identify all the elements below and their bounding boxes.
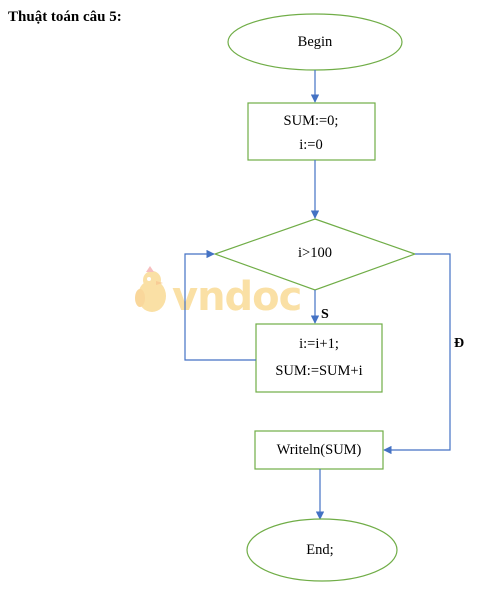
false-branch-label: S (321, 307, 329, 322)
output-node: Writeln(SUM) (254, 430, 384, 470)
page-title: Thuật toán câu 5: (8, 9, 122, 25)
init-line-1: SUM:=0; (284, 113, 339, 129)
edge-loop-back (184, 249, 256, 361)
output-label: Writeln(SUM) (277, 442, 362, 458)
edge-condition-true (383, 253, 451, 455)
condition-label: i>100 (298, 245, 332, 261)
loop-body-node: i:=i+1; SUM:=SUM+i (255, 323, 383, 393)
start-node-label: Begin (298, 34, 333, 50)
true-branch-label: Đ (454, 336, 464, 351)
watermark-logo: vndoc (135, 266, 302, 320)
watermark-text: vndoc (172, 274, 301, 320)
mascot-icon (135, 266, 166, 312)
init-node: SUM:=0; i:=0 (247, 102, 376, 161)
start-node: Begin (227, 13, 403, 71)
loop-body-line-2: SUM:=SUM+i (275, 363, 362, 379)
end-node-label: End; (306, 542, 333, 558)
end-node: End; (246, 518, 398, 582)
init-line-2: i:=0 (299, 137, 323, 153)
loop-body-line-1: i:=i+1; (299, 336, 339, 352)
